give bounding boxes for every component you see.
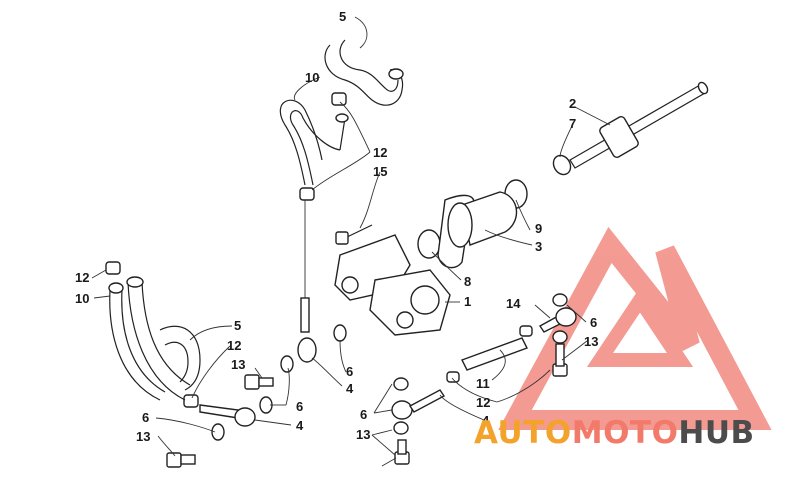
callout-12: 12: [227, 338, 242, 353]
callout-1: 1: [464, 294, 472, 309]
clamp-icon: [105, 261, 121, 275]
bolt-icon: [244, 374, 274, 390]
callout-6: 6: [346, 364, 354, 379]
callout-11: 11: [476, 376, 490, 391]
clamp-icon: [299, 187, 315, 201]
callout-6: 6: [590, 315, 598, 330]
callout-6: 6: [296, 399, 304, 414]
tube-lower-icon: [108, 276, 191, 401]
callout-8: 8: [464, 274, 472, 289]
hose-upper-icon: [324, 39, 404, 106]
washer-icon: [280, 355, 294, 373]
callout-2: 2: [569, 96, 577, 111]
washer-icon: [333, 324, 347, 342]
washer-icon: [393, 421, 409, 435]
callout-13: 13: [584, 334, 599, 349]
callout-6: 6: [360, 407, 368, 422]
automotohub-logo-icon: [498, 226, 772, 430]
callout-12: 12: [75, 270, 90, 285]
callout-5: 5: [339, 9, 347, 24]
clamp-icon: [519, 325, 533, 337]
bolt-icon: [166, 452, 196, 468]
banjo-fitting-icon: [199, 404, 256, 427]
callout-4: 4: [482, 413, 490, 428]
callout-15: 15: [373, 164, 388, 179]
callout-4: 4: [346, 381, 354, 396]
o-ring-icon: [417, 229, 441, 259]
callout-9: 9: [535, 221, 543, 236]
brand-part-moto: MOTO: [571, 415, 679, 451]
callout-4: 4: [296, 418, 304, 433]
brand-watermark: AUTOMOTOHUB: [474, 418, 755, 449]
clamp-icon: [331, 92, 347, 106]
drive-shaft-gear-icon: [569, 81, 709, 169]
bolt-icon: [394, 439, 410, 465]
callout-12: 12: [476, 395, 491, 410]
pump-housing-flange-icon: [437, 191, 518, 269]
callout-14: 14: [506, 296, 521, 311]
washer-icon: [552, 293, 568, 307]
washer-icon: [552, 154, 572, 176]
callout-10: 10: [305, 70, 320, 85]
banjo-fitting-icon: [297, 297, 317, 363]
washer-icon: [552, 330, 568, 344]
tube-short-icon: [461, 337, 528, 371]
callout-12: 12: [373, 145, 388, 160]
banjo-fitting-icon: [538, 307, 577, 333]
brand-part-hub: HUB: [678, 415, 755, 451]
clamp-icon: [446, 371, 460, 383]
callout-3: 3: [535, 239, 543, 254]
callout-5: 5: [234, 318, 242, 333]
callout-10: 10: [75, 291, 90, 306]
banjo-fitting-icon: [391, 389, 446, 420]
hose-lower-icon: [159, 325, 201, 391]
washer-icon: [211, 423, 225, 441]
callout-13: 13: [356, 427, 371, 442]
callout-13: 13: [231, 357, 246, 372]
tube-upper-icon: [279, 99, 349, 186]
bolt-icon: [335, 224, 373, 245]
brand-part-auto: AUTO: [474, 415, 572, 451]
callout-6: 6: [142, 410, 150, 425]
oil-pump-body-icon: [334, 234, 451, 336]
washer-icon: [393, 377, 409, 391]
leader-lines: [91, 16, 611, 467]
callout-7: 7: [569, 116, 577, 131]
bolt-icon: [552, 343, 568, 377]
callout-13: 13: [136, 429, 151, 444]
clamp-icon: [183, 394, 199, 408]
